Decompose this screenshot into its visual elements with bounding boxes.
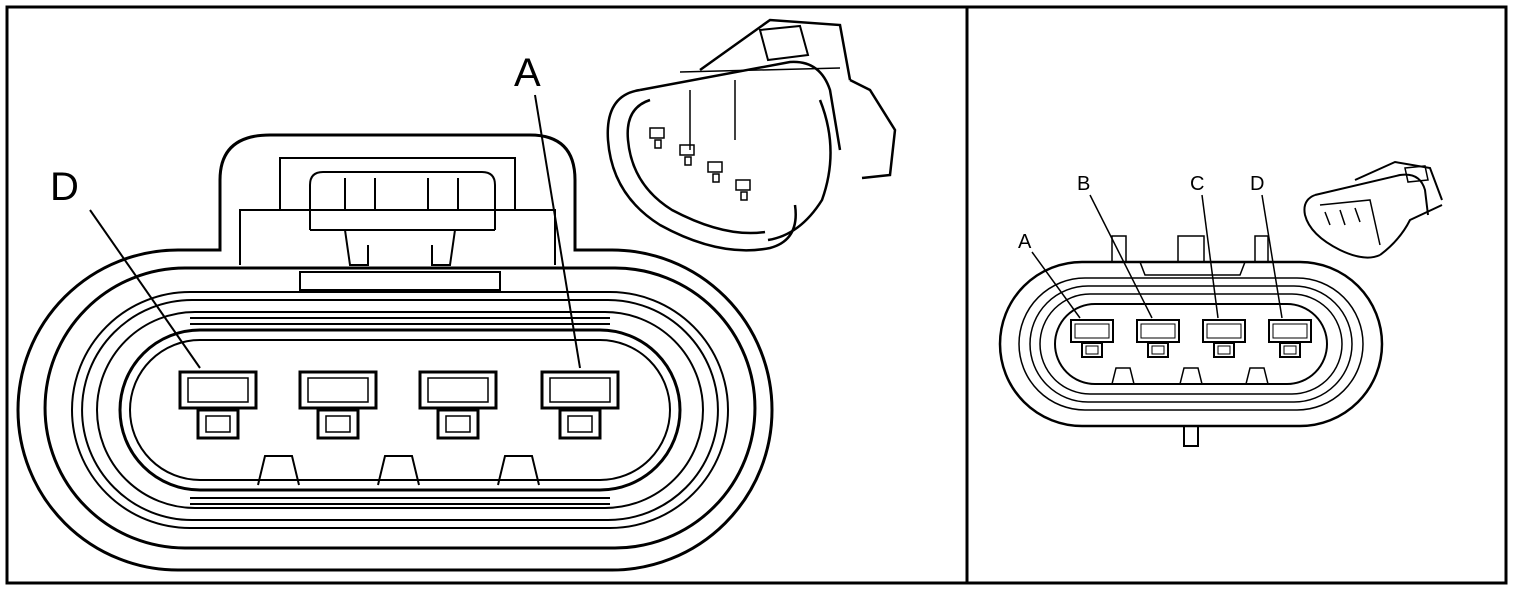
leader-line-small-b <box>1089 194 1153 319</box>
small-connector-3d-view <box>1303 160 1443 259</box>
large-terminal-d <box>178 370 258 440</box>
leader-line-small-c <box>1201 194 1219 319</box>
leader-line-small-a <box>1031 251 1081 319</box>
large-terminal-a <box>540 370 620 440</box>
small-terminal-a <box>1070 319 1114 358</box>
label-pin-b-small: B <box>1077 173 1090 195</box>
label-pin-a-large: A <box>514 51 541 95</box>
label-pin-d-small: D <box>1250 173 1264 195</box>
label-pin-c-small: C <box>1190 173 1204 195</box>
leader-line-small-d <box>1261 194 1283 319</box>
small-terminal-d <box>1268 319 1312 358</box>
leader-line-a <box>534 94 581 369</box>
small-terminal-c <box>1202 319 1246 358</box>
large-connector-face <box>16 133 774 572</box>
label-pin-a-small: A <box>1018 231 1032 253</box>
large-terminal-b <box>418 370 498 440</box>
connector-3d-view <box>606 18 897 252</box>
small-terminal-b <box>1136 319 1180 358</box>
small-connector-face <box>998 235 1384 447</box>
diagram-frame <box>5 5 1508 585</box>
large-terminal-c <box>298 370 378 440</box>
label-pin-d-large: D <box>50 165 79 209</box>
leader-line-d <box>89 209 201 369</box>
